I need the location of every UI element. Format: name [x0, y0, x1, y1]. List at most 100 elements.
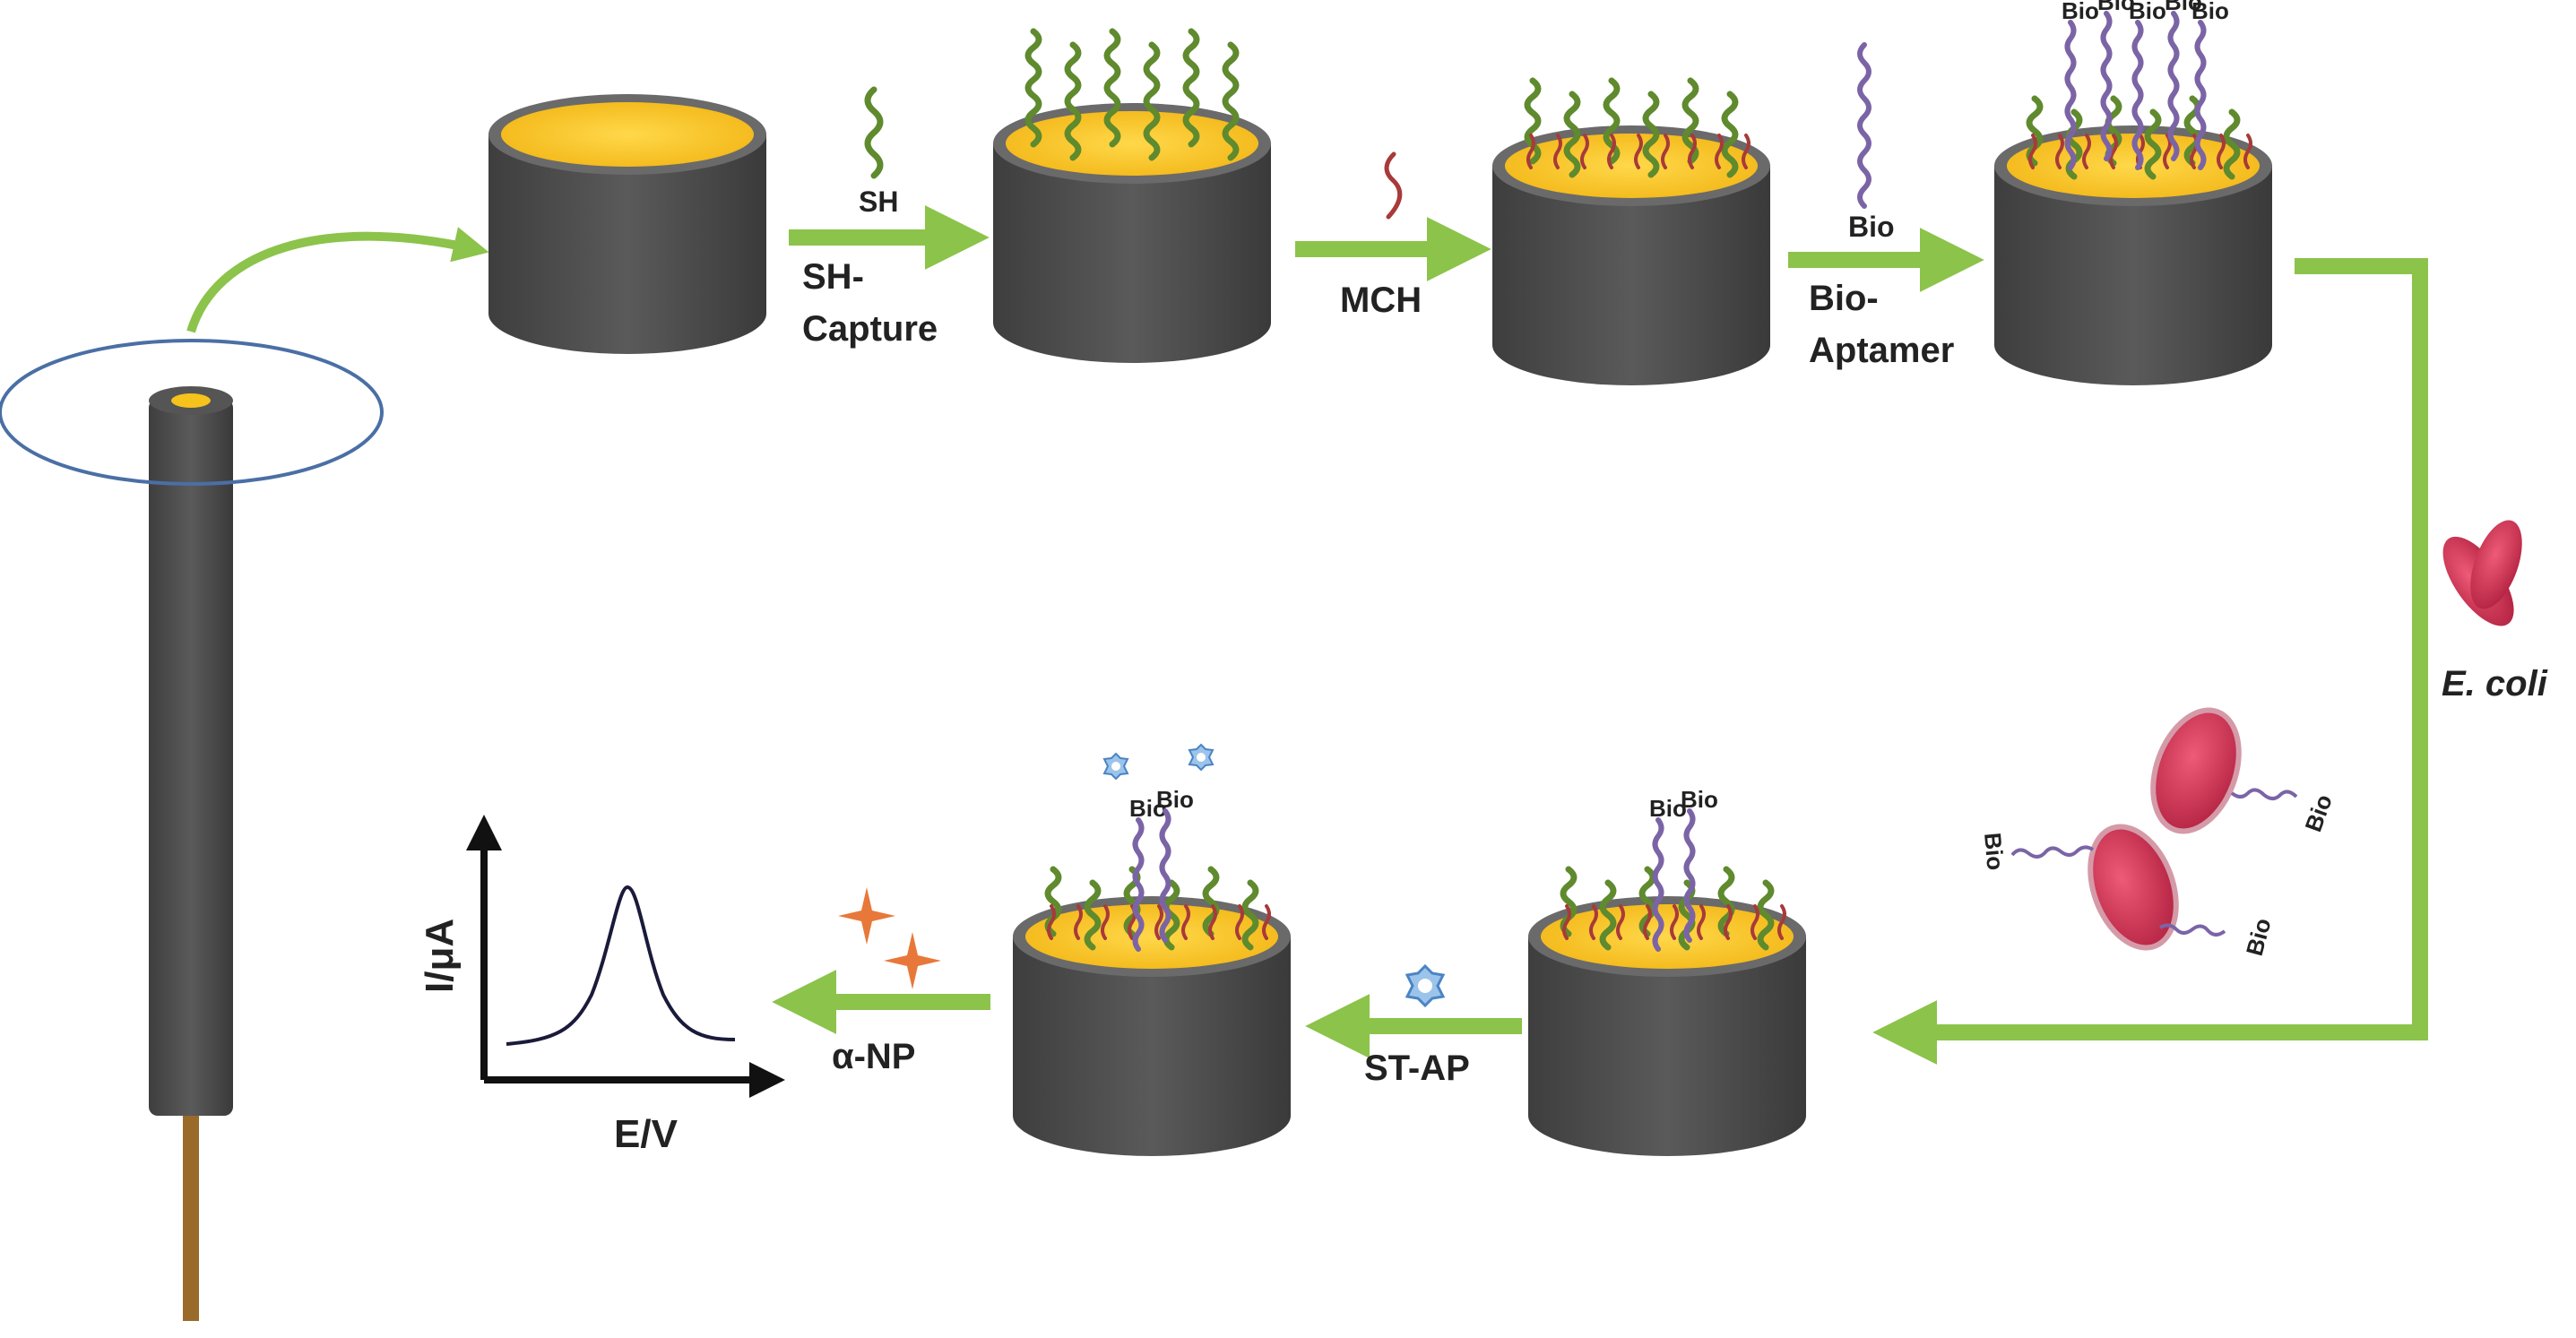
mch-strand	[1553, 134, 1562, 169]
mch-strand	[1580, 134, 1589, 169]
mch-strand	[2082, 134, 2091, 169]
mch-strand	[1589, 904, 1598, 940]
capture-strand	[1222, 41, 1240, 161]
aptamer-strand-icon	[1857, 42, 1871, 209]
bio-tag: Bio	[2299, 790, 2338, 835]
reagent-tag-sh: SH	[859, 186, 898, 218]
step-label-alpha-np: α-NP	[832, 1037, 915, 1076]
mch-strand	[2109, 134, 2118, 169]
capture-strand	[1638, 866, 1656, 937]
aptamer-strand	[2100, 11, 2113, 161]
capture-strand	[1563, 91, 1581, 178]
mch-strand	[1643, 904, 1652, 940]
mch-strand-icon	[1384, 151, 1403, 220]
mch-strand	[1724, 904, 1733, 940]
bio-tag: Bio	[2165, 0, 2202, 15]
capture-strand	[1202, 866, 1220, 937]
bio-tag: Bio	[2129, 0, 2166, 24]
mch-strand	[2217, 134, 2226, 169]
step-label-mch: MCH	[1340, 281, 1422, 320]
mch-strand	[1634, 134, 1643, 169]
electrode-bare	[488, 94, 766, 354]
zoom-ring	[0, 339, 384, 486]
mch-strand	[1526, 134, 1535, 169]
capture-strand	[1678, 879, 1696, 951]
electrode-body	[149, 399, 233, 1116]
capture-strand	[1241, 879, 1259, 951]
aptamer-strand	[1652, 817, 1664, 952]
dpv-plot: I/μA E/V	[418, 815, 785, 1156]
aptamer-strand	[1683, 808, 1696, 943]
mch-strand	[2028, 134, 2037, 169]
mch-strand	[1742, 134, 1750, 169]
zoom-arrow	[186, 227, 489, 333]
capture-strand	[1103, 28, 1121, 148]
capture-strand	[1599, 879, 1617, 951]
step-arrow-ecoli	[1872, 258, 2428, 1065]
aptamer-strand	[2194, 20, 2207, 170]
mch-strand	[1661, 134, 1670, 169]
electrode-mch-blocked	[1492, 77, 1770, 385]
mch-strand	[1607, 134, 1616, 169]
x-axis-label: E/V	[614, 1112, 679, 1156]
capture-strand	[1642, 91, 1660, 178]
ecoli-icon	[2442, 520, 2522, 626]
capture-strand	[2223, 108, 2241, 180]
mch-strand	[1208, 904, 1217, 940]
mch-strand	[1715, 134, 1724, 169]
mch-strand	[1750, 904, 1759, 940]
streptavidin-ap-icon	[1188, 743, 1215, 772]
step-label-bio: Bio-	[1809, 279, 1879, 318]
capture-strand	[1084, 879, 1102, 951]
aptamer-strand	[1132, 817, 1145, 952]
capture-strand	[1044, 866, 1062, 937]
bio-tag: Bio	[1979, 832, 2010, 871]
step-label-aptamer: Aptamer	[1809, 331, 1954, 370]
bio-tag: Bio	[2097, 0, 2135, 15]
mch-strand	[1688, 134, 1697, 169]
mch-strand	[1616, 904, 1625, 940]
mch-strand	[1235, 904, 1244, 940]
capture-strand	[1182, 28, 1200, 148]
electrode	[0, 227, 489, 1321]
mch-strand	[1047, 904, 1056, 940]
capture-strand	[1721, 91, 1739, 178]
capture-strand	[1143, 41, 1161, 161]
capture-strand-icon	[864, 86, 884, 179]
capture-strand	[1163, 879, 1180, 951]
gold-surface	[1006, 111, 1258, 176]
bio-tag: Bio	[2062, 0, 2099, 24]
sparkle-icon	[838, 887, 941, 989]
capture-strand	[1681, 77, 1699, 165]
aptamer-strand	[2167, 11, 2180, 161]
step-label-sh: SH-	[802, 257, 864, 297]
step-label-capture: Capture	[802, 309, 938, 349]
mch-strand	[1777, 904, 1786, 940]
electrode-gold-tip	[171, 393, 211, 408]
capture-strand	[1757, 879, 1775, 951]
y-axis-label: I/μA	[418, 919, 462, 993]
aptamer-strand	[2131, 20, 2144, 170]
electrode-capture-probe	[993, 28, 1271, 363]
capture-strand	[1560, 866, 1578, 937]
mch-strand	[1074, 904, 1083, 940]
mch-strand	[1101, 904, 1110, 940]
capture-strand	[2026, 95, 2044, 167]
mch-strand	[1670, 904, 1679, 940]
mch-strand	[1697, 904, 1706, 940]
mch-strand	[1181, 904, 1190, 940]
ecoli-aptamer-complex: Bio Bio Bio	[1979, 707, 2338, 959]
bio-tag: Bio	[2241, 915, 2277, 958]
aptamer-strand	[2064, 20, 2077, 170]
capture-strand	[1064, 41, 1082, 161]
mch-strand	[1262, 904, 1271, 940]
aptamer-strand	[1159, 808, 1171, 943]
reagent-tag-bio: Bio	[1848, 211, 1895, 243]
bio-tag: Bio	[1156, 786, 1194, 813]
dpv-peak-curve	[506, 885, 736, 1046]
mch-strand	[1562, 904, 1571, 940]
